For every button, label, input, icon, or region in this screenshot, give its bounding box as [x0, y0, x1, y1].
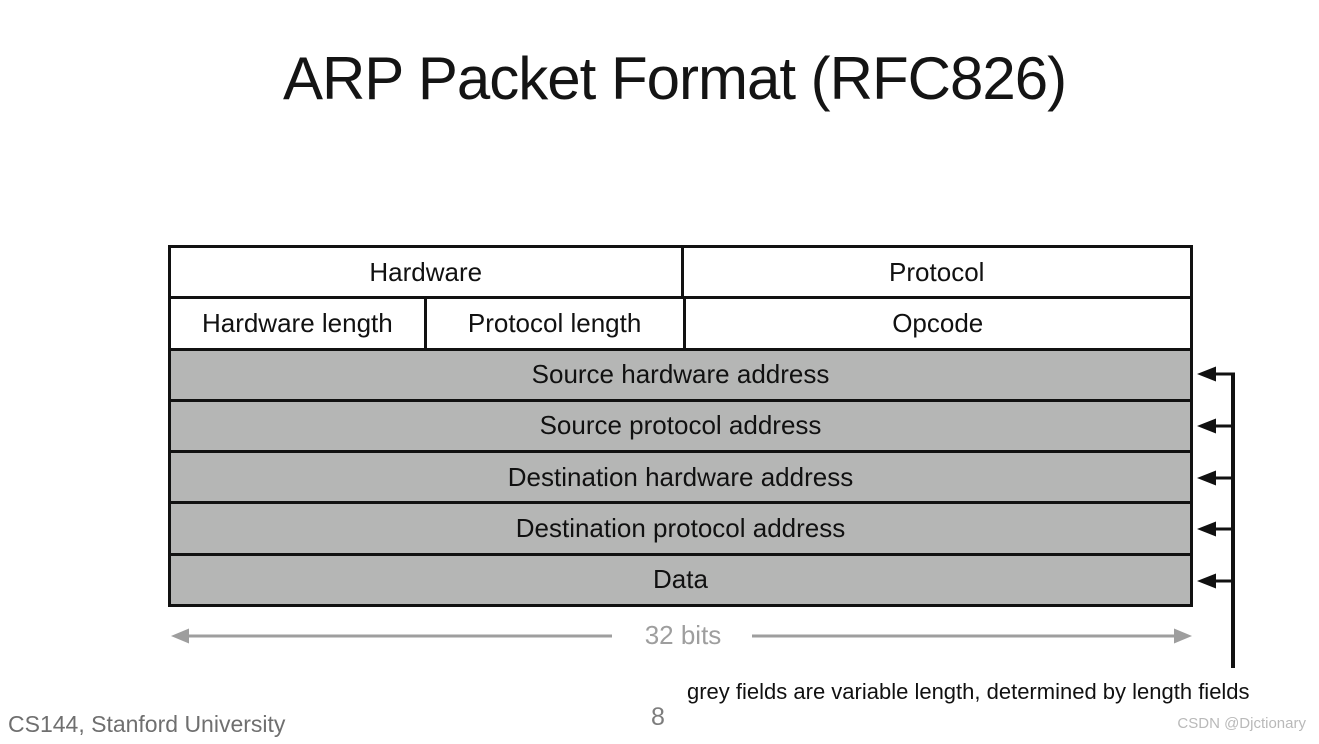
packet-row-1: Hardware Protocol	[171, 248, 1191, 297]
packet-row-6: Destination protocol address	[171, 501, 1190, 553]
packet-row-2: Hardware length Protocol length Opcode	[171, 296, 1190, 348]
field-destination-hardware-address: Destination hardware address	[507, 461, 854, 492]
field-destination-protocol-address: Destination protocol address	[515, 513, 846, 544]
packet-row-5: Destination hardware address	[171, 450, 1190, 502]
field-protocol: Protocol	[680, 248, 1191, 297]
field-source-hardware-address: Source hardware address	[531, 359, 830, 390]
arp-packet-table: Hardware Protocol Hardware length Protoc…	[168, 245, 1193, 607]
packet-row-7: Data	[171, 552, 1190, 604]
field-data: Data	[653, 564, 708, 595]
field-opcode: Opcode	[682, 299, 1190, 348]
course-footer: CS144, Stanford University	[8, 711, 286, 737]
field-hardware-length: Hardware length	[201, 307, 393, 338]
width-label: 32 bits	[644, 620, 722, 650]
field-hardware: Hardware	[369, 256, 483, 287]
packet-row-4: Source protocol address	[171, 398, 1190, 451]
packet-row-3: Source hardware address	[171, 347, 1190, 399]
watermark: CSDN @Djctionary	[1177, 715, 1306, 732]
field-protocol-length: Protocol length	[423, 299, 683, 348]
page-number: 8	[651, 703, 665, 731]
variable-length-pointer-icon	[1197, 366, 1235, 668]
slide-title: ARP Packet Format (RFC826)	[282, 45, 1067, 112]
grey-fields-annotation: grey fields are variable length, determi…	[687, 679, 1250, 704]
field-source-protocol-address: Source protocol address	[539, 410, 822, 441]
